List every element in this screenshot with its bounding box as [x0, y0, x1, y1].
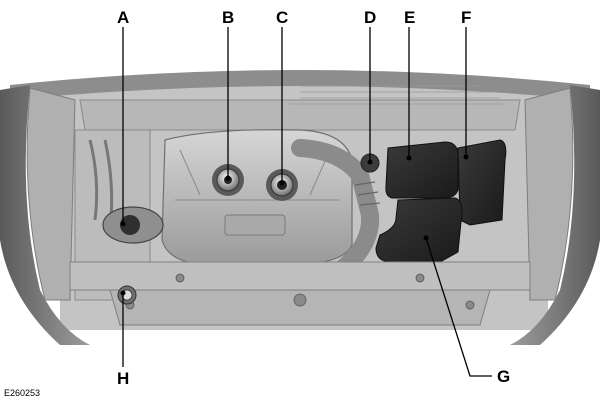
hood-edge [10, 70, 590, 100]
leader-g [425, 237, 492, 377]
washer-fluid-filler [117, 285, 137, 305]
callout-label-d: D [364, 8, 376, 27]
dot-g [423, 235, 429, 241]
fuse-box [457, 139, 507, 226]
callout-label-c: C [276, 8, 288, 27]
lower-structure [109, 289, 491, 326]
dot-a [120, 221, 126, 227]
left-inner-wall [26, 87, 76, 301]
dot-b [225, 175, 231, 181]
intake-pipe [291, 139, 380, 299]
dot-d [367, 159, 373, 165]
leader-lines [120, 27, 492, 377]
callout-label-h: H [117, 369, 129, 388]
cowl-grille [290, 85, 505, 105]
engine-cover-badge [224, 214, 286, 236]
intake-pipe-ribs [354, 181, 381, 206]
battery-cover [385, 141, 459, 199]
callout-label-e: E [404, 8, 415, 27]
callout-label-b: B [222, 8, 234, 27]
engine-bay-illustration [0, 70, 600, 345]
callout-label-a: A [117, 8, 129, 27]
air-filter-box [375, 197, 463, 263]
dot-c [279, 180, 285, 186]
coolant-reservoir [102, 206, 164, 244]
dot-e [406, 155, 412, 161]
right-fender [510, 85, 600, 345]
figure-code: E260253 [4, 388, 40, 398]
callout-label-g: G [497, 367, 510, 386]
dot-h [120, 290, 126, 296]
cowl-panel [79, 99, 521, 131]
front-crossmember [69, 261, 531, 291]
bolts [125, 273, 475, 310]
left-fender [0, 85, 90, 345]
callout-label-f: F [461, 8, 471, 27]
right-inner-wall [524, 87, 574, 301]
dot-f [463, 154, 469, 160]
